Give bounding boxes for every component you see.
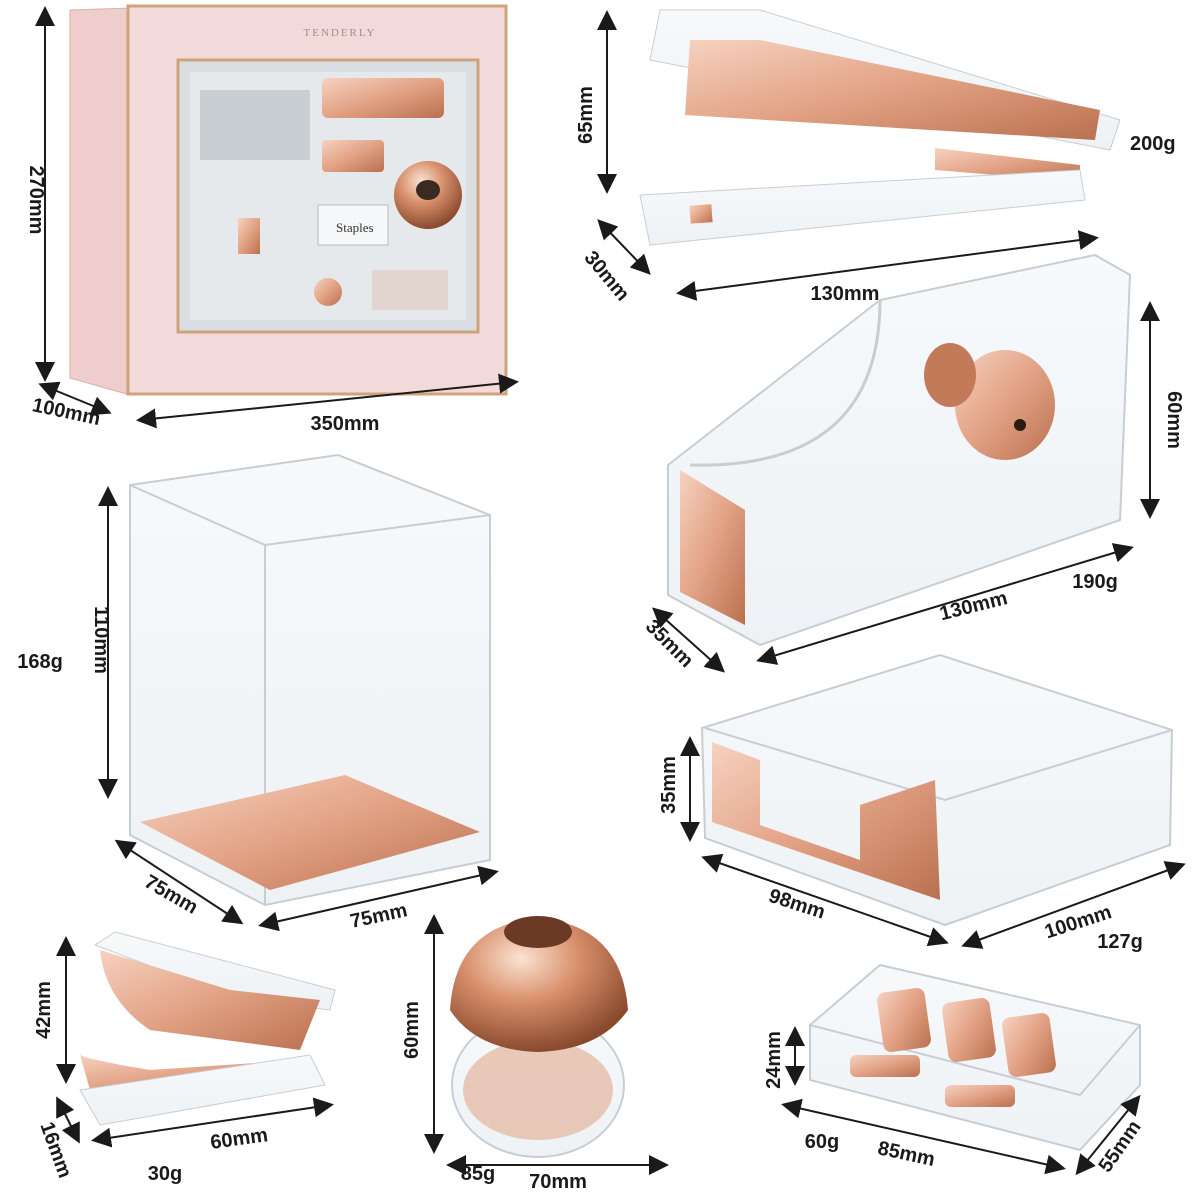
staples-insert-label: Staples bbox=[336, 220, 374, 235]
gift-box-width: 350mm bbox=[311, 413, 380, 435]
clip-holder-dimensions: 60mm 85g 70mm bbox=[401, 914, 669, 1193]
clip-holder-weight: 85g bbox=[461, 1163, 495, 1185]
staple-remover bbox=[79, 931, 336, 1126]
gift-box-height: 270mm bbox=[25, 166, 47, 235]
gift-box-depth: 100mm bbox=[30, 394, 102, 430]
memo-holder-height: 35mm bbox=[658, 756, 680, 814]
tape-dispenser bbox=[667, 253, 1132, 647]
binder-clip-box-height: 24mm bbox=[763, 1031, 785, 1089]
pen-holder-weight: 168g bbox=[17, 651, 63, 673]
clip-holder-height: 60mm bbox=[401, 1001, 423, 1059]
tape-dispenser-height: 60mm bbox=[1163, 391, 1185, 449]
tape-dispenser-width: 130mm bbox=[937, 587, 1009, 625]
stapler bbox=[639, 9, 1121, 246]
binder-clip-box-weight: 60g bbox=[805, 1131, 839, 1153]
staple-remover-width: 60mm bbox=[209, 1124, 269, 1154]
pen-holder-depth: 75mm bbox=[140, 871, 201, 919]
stapler-depth: 30mm bbox=[580, 247, 634, 305]
binder-clip-box-width: 85mm bbox=[876, 1137, 937, 1171]
staple-remover-depth: 16mm bbox=[35, 1119, 75, 1181]
tape-dispenser-weight: 190g bbox=[1072, 571, 1118, 593]
clip-holder bbox=[450, 916, 628, 1158]
pen-holder-height: 110mm bbox=[90, 606, 112, 674]
stapler-height: 65mm bbox=[575, 86, 597, 144]
gift-box: Staples TENDERLY bbox=[69, 4, 508, 396]
pen-holder bbox=[129, 453, 491, 907]
stapler-weight: 200g bbox=[1130, 133, 1176, 155]
staple-remover-height: 42mm bbox=[33, 981, 55, 1039]
clip-holder-width: 70mm bbox=[529, 1171, 587, 1193]
gift-box-brand: TENDERLY bbox=[304, 27, 377, 39]
stapler-width: 130mm bbox=[811, 283, 880, 305]
pen-holder-width: 75mm bbox=[348, 899, 409, 933]
memo-holder-weight: 127g bbox=[1097, 931, 1143, 953]
staple-remover-weight: 30g bbox=[148, 1163, 182, 1185]
